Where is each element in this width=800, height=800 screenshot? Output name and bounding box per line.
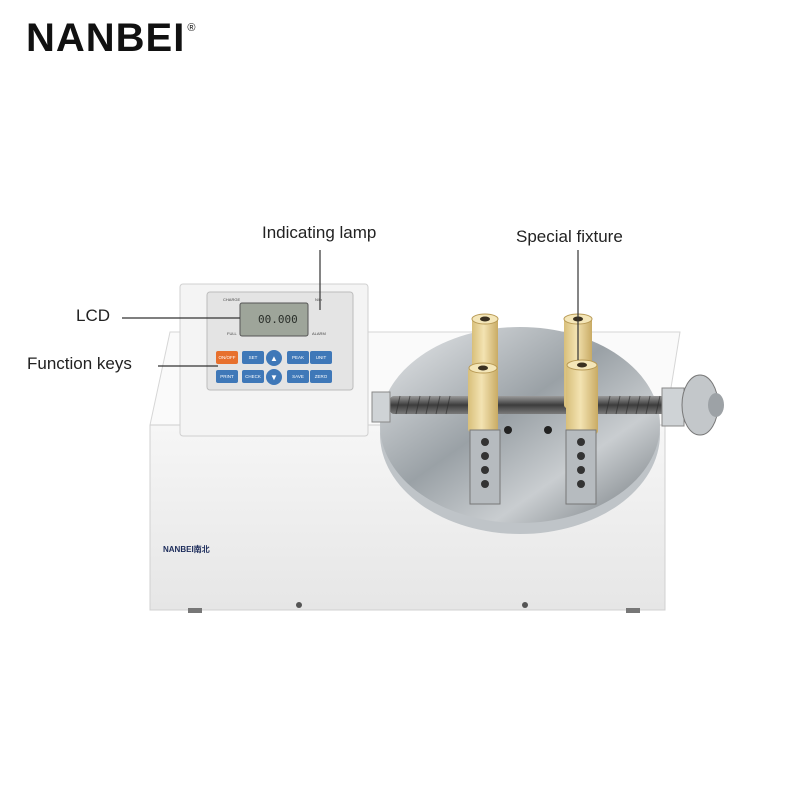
unit-indicator-label: N/lb [315, 297, 323, 302]
rod-end-block-left [371, 391, 391, 423]
print-key[interactable]: PRINT [216, 370, 238, 383]
check-key[interactable]: CHECK [242, 370, 264, 383]
body-brand-label: NANBEI南北 [163, 545, 210, 554]
rotating-plate [380, 327, 660, 523]
alarm-label: ALARM [312, 331, 326, 336]
registered-mark: ® [187, 22, 197, 34]
up-arrow-icon[interactable]: ▲ [266, 350, 282, 366]
foot [188, 608, 202, 613]
plate-hole [544, 426, 552, 434]
callout-special-fixture: Special fixture [516, 227, 623, 246]
peak-key[interactable]: PEAK [287, 351, 309, 364]
brand-logo: NANBEI® [26, 16, 196, 61]
brand-name: NANBEI [26, 16, 186, 60]
down-arrow-icon[interactable]: ▼ [266, 369, 282, 385]
fixture-left [468, 313, 501, 505]
callout-function-keys: Function keys [27, 354, 132, 373]
save-key[interactable]: SAVE [287, 370, 309, 383]
callout-indicating-lamp: Indicating lamp [262, 223, 377, 242]
rod-end-block-right [661, 387, 685, 427]
lcd-reading: 00.000 [258, 313, 298, 326]
charge-label: CHARGE [223, 297, 241, 302]
screw [296, 602, 302, 608]
foot [626, 608, 640, 613]
plate-hole [504, 426, 512, 434]
set-key[interactable]: SET [242, 351, 264, 364]
screw [522, 602, 528, 608]
unit-key[interactable]: UNIT [310, 351, 332, 364]
on-off-key[interactable]: ON/OFF [216, 351, 238, 364]
callout-lcd: LCD [76, 306, 111, 325]
fixture-right [563, 313, 598, 505]
zero-key[interactable]: ZERO [310, 370, 332, 383]
full-label: FULL [227, 331, 237, 336]
lcd-screen [239, 302, 309, 337]
